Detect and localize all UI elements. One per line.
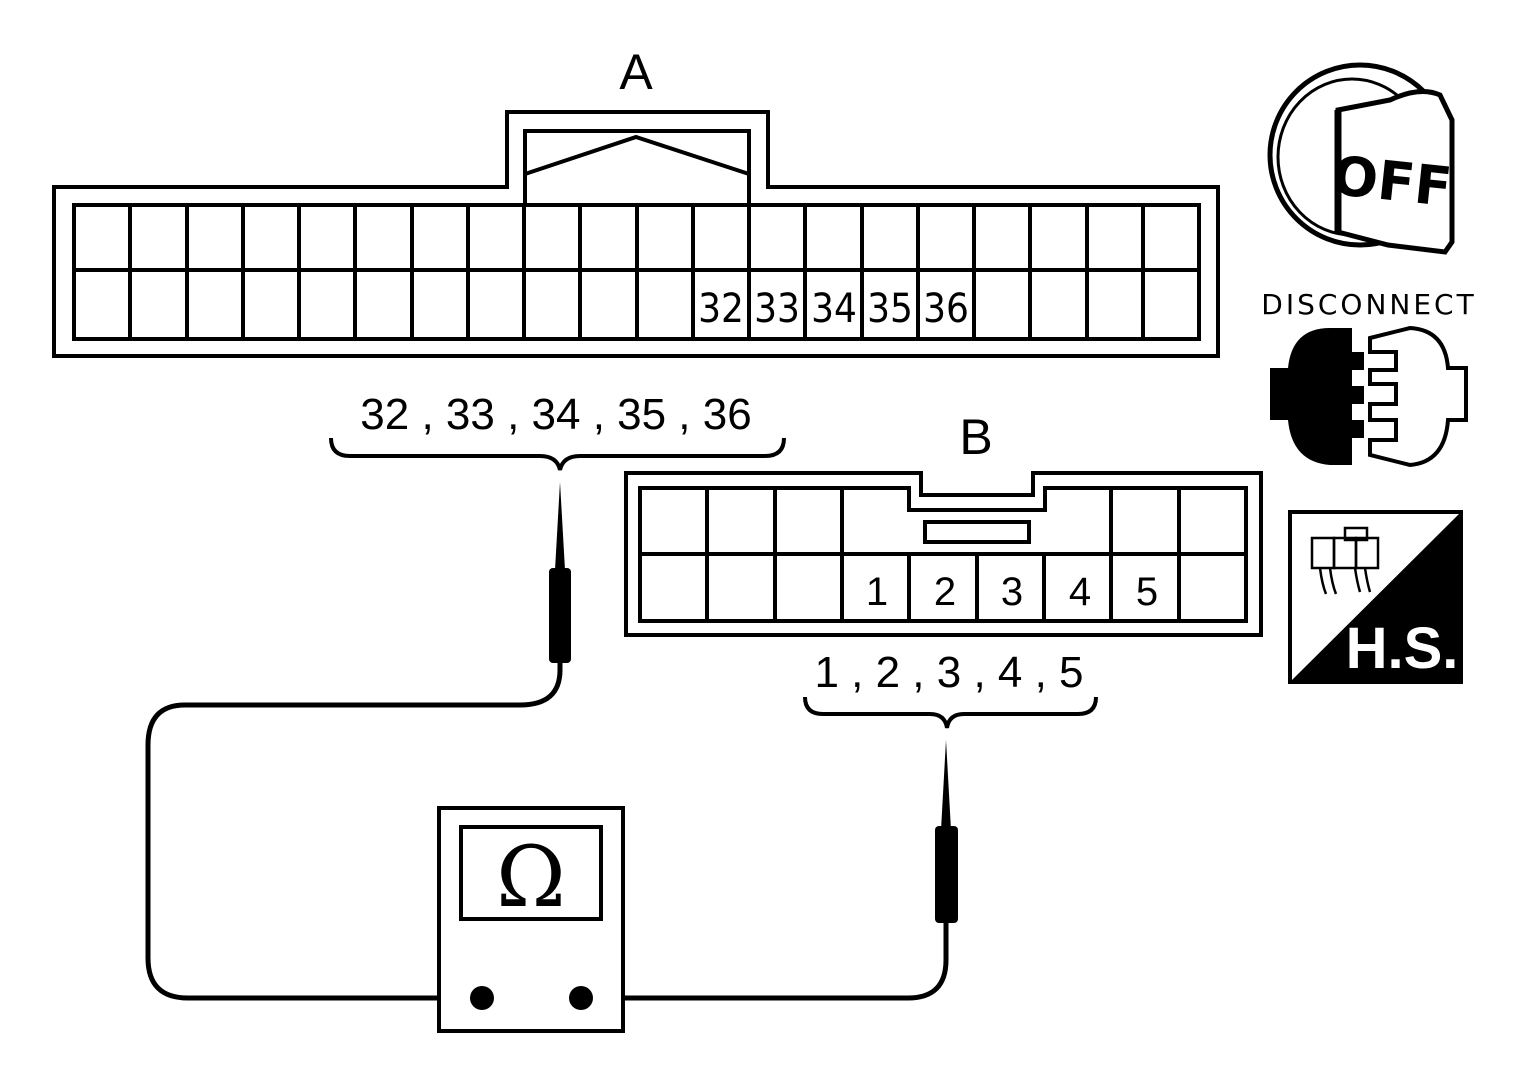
ignition-off-label: OFF [1329, 144, 1455, 219]
connector-b-brace [803, 696, 1098, 729]
connector-b-pin-1: 1 [866, 570, 888, 614]
connector-b-key [923, 520, 1031, 544]
probe-a-lead [145, 663, 563, 1001]
disconnect-label: DISCONNECT [1261, 288, 1476, 321]
ohmmeter-terminal-right [569, 986, 593, 1010]
connector-b-pin-4: 4 [1069, 570, 1091, 614]
ohmmeter-display [459, 825, 603, 921]
connector-a-pin-36: 36 [923, 286, 969, 332]
connector-b-cavities [705, 488, 1181, 621]
connector-b-housing [624, 471, 1263, 637]
connector-a-lock [523, 129, 751, 205]
ohm-symbol-icon: Ω [496, 828, 566, 926]
harness-side-icon: H.S. [1288, 510, 1463, 684]
connector-a-pins-caption: 32 , 33 , 34 , 35 , 36 [360, 390, 751, 439]
connector-a-lock-lines [524, 134, 750, 176]
connector-a-brace [329, 437, 786, 471]
connector-a-pin-34: 34 [811, 286, 857, 332]
ignition-key-icon [1335, 88, 1455, 255]
connector-b: B 1 2 3 4 5 [624, 409, 1263, 637]
connector-a-pin-32: 32 [698, 286, 744, 332]
probe-b-lead [583, 923, 949, 1001]
connector-b-label: B [959, 409, 992, 465]
connector-a-label: A [619, 44, 653, 100]
disconnect-socket-white [1368, 325, 1468, 468]
ohmmeter-terminal-left [470, 986, 494, 1010]
connector-b-pins-caption: 1 , 2 , 3 , 4 , 5 [814, 648, 1083, 697]
ohmmeter: Ω [437, 806, 625, 1033]
connector-a-pin-33: 33 [754, 286, 800, 332]
disconnect-icon: DISCONNECT [1261, 288, 1476, 468]
connector-a-cavities [128, 205, 1145, 339]
connector-a-pin-35: 35 [867, 286, 913, 332]
connector-b-pin-5: 5 [1136, 570, 1158, 614]
connector-b-pin-2: 2 [934, 570, 956, 614]
probe-a [145, 482, 571, 1001]
harness-side-label: H.S. [1346, 616, 1459, 681]
harness-connector-icon [1310, 526, 1380, 595]
probe-b [583, 740, 958, 1001]
ignition-off-icon: OFF [1267, 62, 1455, 255]
connector-b-pin-3: 3 [1001, 570, 1023, 614]
connector-a-housing [52, 110, 1220, 358]
connector-a: A 32 33 34 35 36 [52, 44, 1220, 358]
